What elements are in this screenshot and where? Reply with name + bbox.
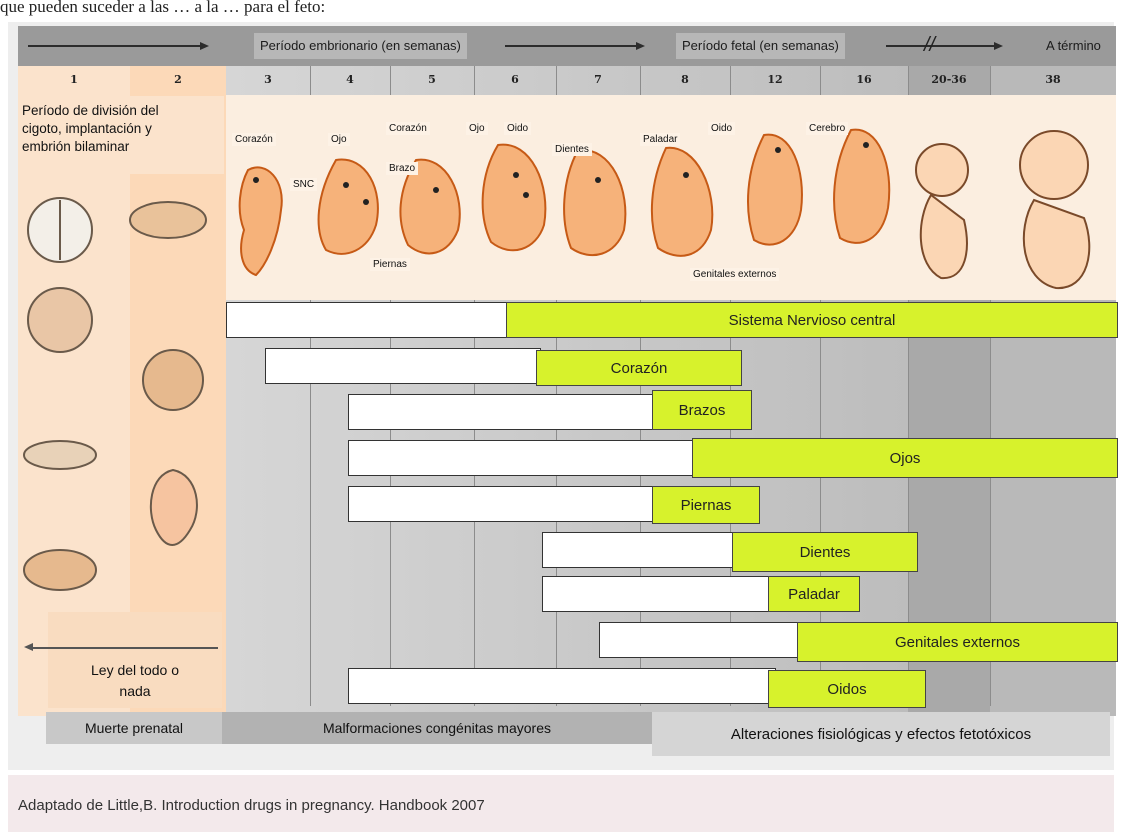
morula: [28, 288, 92, 352]
bar-critical-oidos: Oidos: [768, 670, 926, 708]
week-header: 7: [556, 68, 640, 92]
embryo-week-6: [483, 145, 546, 251]
embryo-illustrations: [226, 100, 1116, 300]
label-corazon: Corazón: [232, 133, 276, 146]
bilaminar-sac: [143, 350, 203, 410]
fetus-week-16: [834, 130, 889, 243]
embryo-week-8: [652, 148, 712, 256]
period-box-line: cigoto, implantación y: [22, 120, 220, 138]
fetus-38-body: [1024, 200, 1089, 288]
prenatal-death-label: Muerte prenatal: [46, 712, 222, 744]
law-line: Ley del todo o: [48, 660, 222, 681]
period-box-line: embrión bilaminar: [22, 138, 220, 156]
arrow-head: [994, 42, 1003, 50]
bar-insensitive-corazon: [265, 348, 541, 384]
label-ojo: Ojo: [466, 122, 488, 135]
bar-critical-paladar: Paladar: [768, 576, 860, 612]
arrow-head: [636, 42, 645, 50]
embryo-sac-oval: [151, 470, 197, 545]
label-oido: Oido: [708, 122, 735, 135]
fetal-period-label: Período fetal (en semanas): [676, 33, 845, 59]
bar-insensitive-genitales: [599, 622, 799, 658]
label-dientes: Dientes: [552, 143, 592, 156]
citation-footer: Adaptado de Little,B. Introduction drugs…: [8, 775, 1114, 832]
week-header: 6: [474, 68, 556, 92]
week-header: 38: [990, 68, 1116, 92]
bar-insensitive-brazos: [348, 394, 656, 430]
bar-insensitive-paladar: [542, 576, 770, 612]
citation-text: Adaptado de Little,B. Introduction drugs…: [18, 797, 485, 814]
arrow-head: [24, 643, 33, 651]
label-brazo: Brazo: [386, 162, 418, 175]
week-header: 3: [226, 68, 310, 92]
bar-critical-brazos: Brazos: [652, 390, 752, 430]
implantation-disc: [24, 441, 96, 469]
implantation-site: [24, 550, 96, 590]
fetus-week-12: [748, 135, 802, 245]
bar-insensitive-oidos: [348, 668, 776, 704]
all-or-nothing-label: Ley del todo o nada: [48, 660, 222, 702]
major-malformations-label: Malformaciones congénitas mayores: [222, 712, 652, 744]
label-cerebro: Cerebro: [806, 122, 848, 135]
week-header: 12: [730, 68, 820, 92]
week-header: 8: [640, 68, 730, 92]
bar-critical-corazon: Corazón: [536, 350, 742, 386]
bar-insensitive-snc: [226, 302, 508, 338]
embryo-week-3: [240, 167, 282, 275]
physiological-effects-label: Alteraciones fisiológicas y efectos feto…: [652, 712, 1110, 756]
law-line: nada: [48, 681, 222, 702]
label-genitales: Genitales externos: [690, 268, 779, 281]
division-period-box: Período de división del cigoto, implanta…: [18, 96, 224, 174]
bar-critical-genitales: Genitales externos: [797, 622, 1118, 662]
label-paladar: Paladar: [640, 133, 680, 146]
arrow-line: [505, 45, 640, 47]
week-header: 16: [820, 68, 908, 92]
bar-insensitive-piernas: [348, 486, 656, 522]
fetus-20-36-head: [916, 144, 968, 196]
bar-critical-dientes: Dientes: [732, 532, 918, 572]
bar-critical-piernas: Piernas: [652, 486, 760, 524]
label-corazon: Corazón: [386, 122, 430, 135]
week-header: 4: [310, 68, 390, 92]
label-piernas: Piernas: [370, 258, 410, 271]
bar-critical-ojos: Ojos: [692, 438, 1118, 478]
cropped-top-text: que pueden suceder a las … a la … para e…: [0, 0, 1122, 18]
week-header: 5: [390, 68, 474, 92]
arrow-line: [28, 45, 203, 47]
arrow-head: [200, 42, 209, 50]
arrow-line: [30, 647, 218, 649]
arrow-line: [886, 45, 996, 47]
embryonic-period-label: Período embrionario (en semanas): [254, 33, 467, 59]
embryo-week-7: [564, 150, 625, 255]
bar-critical-snc: Sistema Nervioso central: [506, 302, 1118, 338]
label-oido: Oido: [504, 122, 531, 135]
embryo-week-4: [319, 160, 378, 254]
week-header: 20-36: [908, 68, 990, 92]
week-header: 2: [130, 68, 226, 92]
fetus-20-36-body: [921, 195, 967, 278]
week-header: 1: [18, 68, 130, 92]
axis-break-icon: //: [924, 34, 935, 57]
label-snc: SNC: [290, 178, 317, 191]
term-label: A término: [1040, 33, 1107, 59]
label-ojo: Ojo: [328, 133, 350, 146]
period-box-line: Período de división del: [22, 102, 220, 120]
bar-insensitive-ojos: [348, 440, 696, 476]
bilaminar-embryo: [130, 202, 206, 238]
fetus-38-head: [1020, 131, 1088, 199]
